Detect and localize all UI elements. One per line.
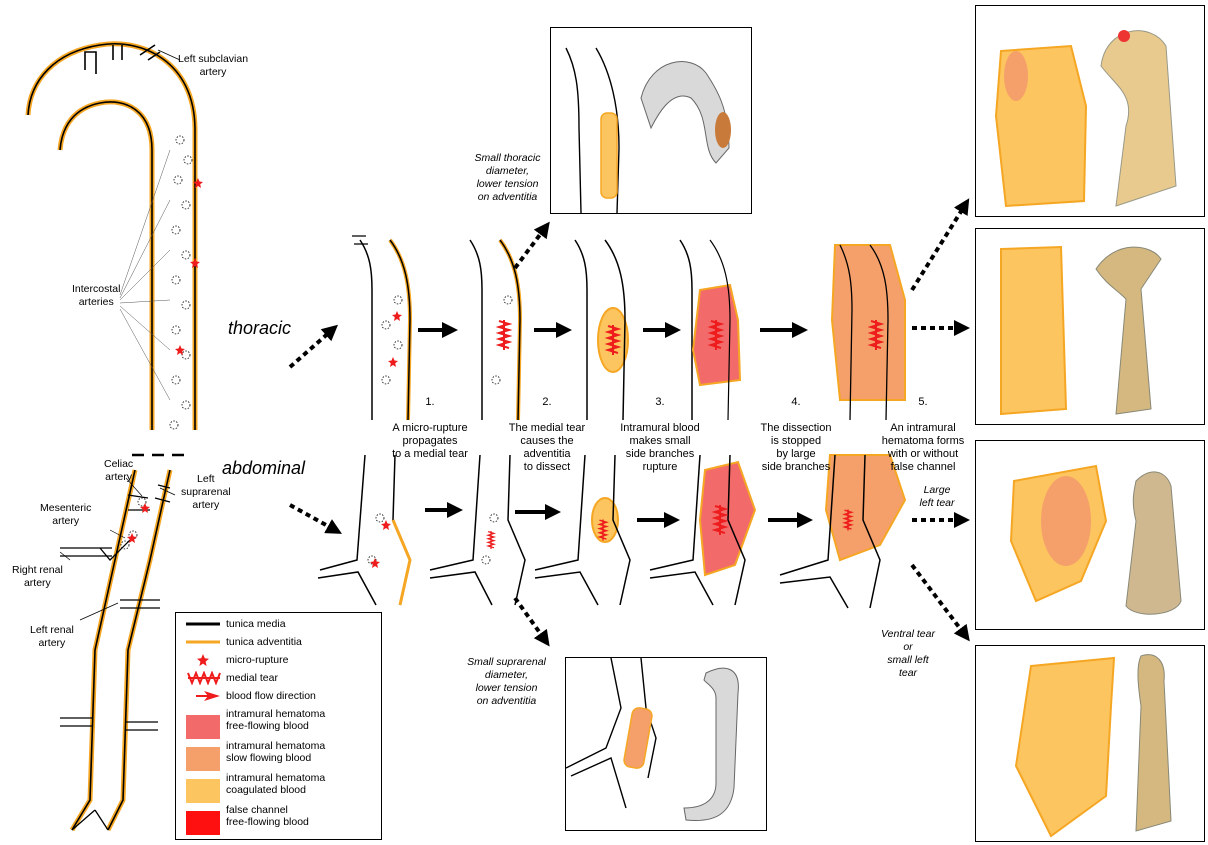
to-outcome-1-arrow xyxy=(912,205,965,290)
small-suprarenal-drawing xyxy=(566,658,766,830)
legend-label: intramural hematoma slow flowing blood xyxy=(226,740,325,764)
legend-label: micro-rupture xyxy=(226,654,288,666)
step-5-number: 5. xyxy=(872,396,974,409)
step-1-number: 1. xyxy=(380,396,480,409)
note-large-left-tear: Large left tear xyxy=(912,484,962,510)
label-thoracic: thoracic xyxy=(228,318,291,339)
abdominal-path-arrow xyxy=(290,505,335,530)
legend-label: tunica adventitia xyxy=(226,636,302,648)
small-suprarenal-figure xyxy=(565,657,767,831)
legend-item-arrow: blood flow direction xyxy=(184,687,316,705)
outcome-1-drawing xyxy=(976,6,1204,216)
legend-item-swatch-coag: intramural hematoma coagulated blood xyxy=(184,769,325,799)
step-4-text: The dissection is stopped by large side … xyxy=(746,422,846,474)
step-3-number: 3. xyxy=(610,396,710,409)
note-small-thoracic: Small thoracic diameter, lower tension o… xyxy=(465,152,550,204)
outcome-2-figure xyxy=(975,228,1205,425)
step-3-caption: 3. Intramural blood makes small side bra… xyxy=(610,383,710,487)
outcome-4-figure xyxy=(975,645,1205,842)
outcome-1-figure xyxy=(975,5,1205,217)
legend-item-swatch-slow: intramural hematoma slow flowing blood xyxy=(184,737,325,767)
step-1-text: A micro-rupture propagates to a medial t… xyxy=(380,422,480,461)
step-2-text: The medial tear causes the adventitia to… xyxy=(497,422,597,474)
thoracic-path-arrow xyxy=(290,330,332,367)
legend-label: false channel free-flowing blood xyxy=(226,804,309,828)
swatch-coag-icon xyxy=(184,777,222,791)
outcome-3-figure xyxy=(975,440,1205,630)
legend-item-swatch-false: false channel free-flowing blood xyxy=(184,801,309,831)
to-small-thoracic-arrow xyxy=(515,228,545,268)
outcome-2-drawing xyxy=(976,229,1204,424)
legend-item-adventitia-line: tunica adventitia xyxy=(184,633,302,651)
step-3-text: Intramural blood makes small side branch… xyxy=(610,422,710,474)
swatch-free-icon xyxy=(184,713,222,727)
media-line-icon xyxy=(184,617,222,631)
legend-item-media-line: tunica media xyxy=(184,615,286,633)
legend-label: intramural hematoma coagulated blood xyxy=(226,772,325,796)
legend: tunica media tunica adventitia micro-ruptu… xyxy=(175,612,382,840)
legend-item-swatch-free: intramural hematoma free-flowing blood xyxy=(184,705,325,735)
step-4-caption: 4. The dissection is stopped by large si… xyxy=(746,383,846,487)
swatch-slow-icon xyxy=(184,745,222,759)
adventitia-line-icon xyxy=(184,635,222,649)
note-small-suprarenal: Small suprarenal diameter, lower tension… xyxy=(459,656,554,708)
legend-label: medial tear xyxy=(226,672,278,684)
label-celiac: Celiac artery xyxy=(104,458,133,484)
small-thoracic-drawing xyxy=(551,28,751,213)
outcome-4-drawing xyxy=(976,646,1204,841)
legend-label: intramural hematoma free-flowing blood xyxy=(226,708,325,732)
step-4-number: 4. xyxy=(746,396,846,409)
zigzag-icon xyxy=(184,671,222,685)
step-5-caption: 5. An intramural hematoma forms with or … xyxy=(872,383,974,487)
small-thoracic-figure xyxy=(550,27,752,214)
swatch-false-icon xyxy=(184,809,222,823)
step-5-text: An intramural hematoma forms with or wit… xyxy=(872,422,974,474)
legend-item-star: micro-rupture xyxy=(184,651,288,669)
star-icon xyxy=(184,653,222,667)
legend-item-zigzag: medial tear xyxy=(184,669,278,687)
label-left-subclavian: Left subclavian artery xyxy=(178,53,248,79)
step-2-number: 2. xyxy=(497,396,597,409)
label-intercostal: Intercostal arteries xyxy=(72,283,120,309)
label-abdominal: abdominal xyxy=(222,458,305,479)
legend-label: tunica media xyxy=(226,618,286,630)
to-small-suprarenal-arrow xyxy=(515,598,545,640)
outcome-3-drawing xyxy=(976,441,1204,629)
label-mesenteric: Mesenteric artery xyxy=(40,502,91,528)
to-outcome-4-arrow xyxy=(912,565,965,635)
step-1-caption: 1. A micro-rupture propagates to a media… xyxy=(380,383,480,474)
note-ventral-tear: Ventral tear or small left tear xyxy=(863,628,953,680)
label-right-renal: Right renal artery xyxy=(12,564,63,590)
thoracic-aorta-overview xyxy=(28,44,203,455)
legend-label: blood flow direction xyxy=(226,690,316,702)
label-left-renal: Left renal artery xyxy=(30,624,74,650)
step-2-caption: 2. The medial tear causes the adventitia… xyxy=(497,383,597,487)
arrow-icon xyxy=(184,689,222,703)
